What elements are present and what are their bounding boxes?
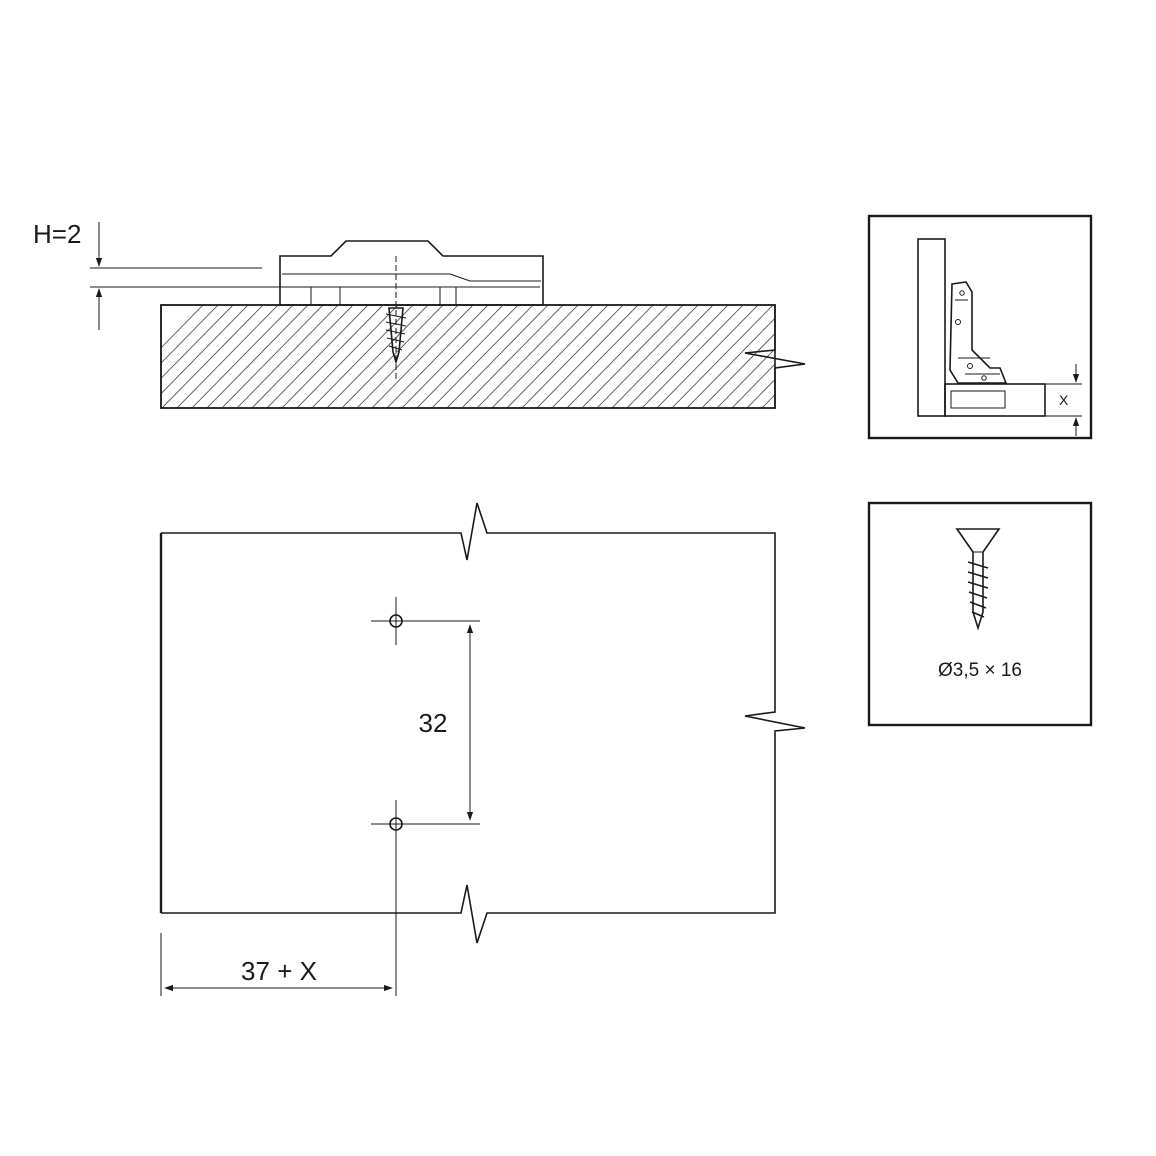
hatch-line bbox=[596, 305, 699, 408]
edge-distance-dimension: 37 + X bbox=[160, 933, 393, 996]
edge-distance-label: 37 + X bbox=[241, 956, 317, 986]
hatch-line bbox=[521, 305, 624, 408]
plate-height-dimension: H=2 bbox=[33, 219, 290, 330]
hatch-line bbox=[835, 303, 940, 410]
hatch-line bbox=[746, 378, 775, 408]
board-section bbox=[160, 303, 1000, 410]
screw-detail-panel: Ø3,5 × 16 bbox=[867, 501, 1093, 727]
screw-spec-label: Ø3,5 × 16 bbox=[938, 660, 1022, 681]
hatch-line bbox=[820, 303, 925, 410]
drill-hole-upper bbox=[371, 597, 480, 645]
hatch-line bbox=[161, 305, 249, 395]
hatch-line bbox=[880, 303, 985, 410]
hole-spacing-label: 32 bbox=[419, 708, 448, 738]
hinge-detail-panel: X bbox=[867, 214, 1093, 440]
mounting-plate bbox=[279, 240, 544, 380]
hatch-line bbox=[206, 305, 309, 408]
hatch-line bbox=[895, 303, 1000, 410]
hatch-line bbox=[581, 305, 684, 408]
hatch-line bbox=[506, 305, 609, 408]
hatch-line bbox=[311, 305, 414, 408]
hatch-line bbox=[611, 305, 714, 408]
hatch-line bbox=[536, 305, 639, 408]
hatch-line bbox=[461, 305, 564, 408]
hatch-line bbox=[386, 305, 489, 408]
hatch-line bbox=[251, 305, 354, 408]
hatch-line bbox=[221, 305, 324, 408]
hatch-line bbox=[161, 305, 219, 364]
overlay-x-label: X bbox=[1059, 392, 1069, 408]
hatch-line bbox=[161, 305, 234, 380]
hatch-line bbox=[161, 305, 204, 349]
hatch-line bbox=[476, 305, 579, 408]
hatch-line bbox=[731, 363, 775, 408]
hatch-line bbox=[341, 305, 444, 408]
hatch-line bbox=[326, 305, 429, 408]
hole-spacing-dimension: 32 bbox=[419, 624, 474, 821]
hatch-line bbox=[641, 305, 744, 408]
hinge-icon: X bbox=[917, 238, 1082, 436]
hatch-line bbox=[236, 305, 339, 408]
drilling-plan: 32 37 + X bbox=[159, 502, 806, 996]
section-view: H=2 bbox=[33, 219, 1000, 410]
hatch-line bbox=[850, 303, 955, 410]
hatch-line bbox=[266, 305, 369, 408]
hatch-line bbox=[176, 305, 279, 408]
hatch-line bbox=[296, 305, 399, 408]
hatch-line bbox=[551, 305, 654, 408]
hatch-line bbox=[446, 305, 549, 408]
hatch-line bbox=[566, 305, 669, 408]
hatch-line bbox=[191, 305, 294, 408]
hatch-line bbox=[656, 305, 759, 408]
hatch-line bbox=[790, 303, 895, 410]
hatch-line bbox=[701, 332, 775, 408]
hatch-line bbox=[161, 305, 264, 408]
hatch-line bbox=[686, 317, 775, 408]
screw-icon bbox=[955, 528, 1001, 631]
drill-hole-lower bbox=[371, 800, 480, 996]
hatch-line bbox=[401, 305, 504, 408]
screw-section-icon bbox=[385, 307, 407, 365]
hatch-pattern bbox=[161, 303, 1000, 410]
hatch-line bbox=[626, 305, 729, 408]
hatch-line bbox=[775, 303, 880, 410]
plate-height-label: H=2 bbox=[33, 219, 81, 249]
hatch-line bbox=[416, 305, 519, 408]
hatch-line bbox=[356, 305, 459, 408]
hatch-line bbox=[431, 305, 534, 408]
hatch-line bbox=[281, 305, 384, 408]
hatch-line bbox=[371, 305, 474, 408]
hatch-line bbox=[805, 303, 910, 410]
hatch-line bbox=[671, 305, 774, 408]
hatch-line bbox=[491, 305, 594, 408]
